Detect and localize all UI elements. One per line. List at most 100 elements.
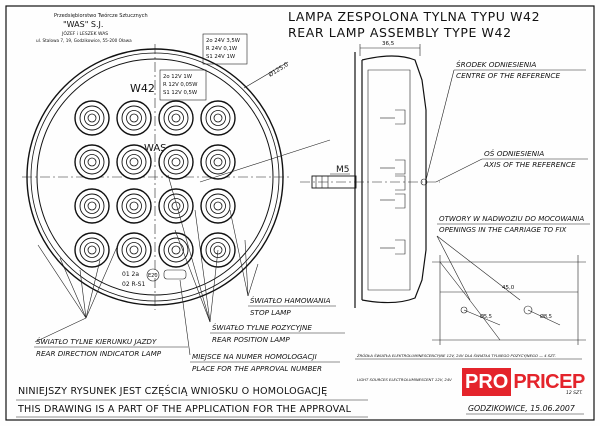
callout-openings-pl: OTWORY W NADWOZIU DO MOCOWANIA	[439, 214, 584, 223]
bolt-m5	[311, 175, 357, 189]
mounting-openings-view: 45,0 Ø5,5 Ø8,5	[432, 255, 586, 345]
footer-note-pl: NINIEJSZY RYSUNEK JEST CZĘŚCIĄ WNIOSKU O…	[18, 384, 327, 397]
leader-direction-4	[85, 259, 101, 319]
callout-direction-pl: ŚWIATŁO TYLNE KIERUNKU JAZDY	[36, 337, 157, 346]
callout-position-en: REAR POSITION LAMP	[212, 335, 290, 344]
leader-position-3	[194, 209, 211, 323]
note-light-sources-pl: ŹRÓDŁA ŚWIATŁA ELEKTROLUMINESCENCYJNE 12…	[356, 353, 556, 358]
leader-stop-3	[247, 263, 259, 297]
led-unit	[200, 144, 236, 180]
leader-direction-2	[59, 257, 87, 319]
company-line-3: JÓZEF i LESZEK WAS	[61, 30, 108, 37]
brand-label: WAS	[144, 143, 167, 154]
leader-axis-callout	[435, 158, 483, 183]
led-unit	[200, 100, 236, 136]
approval-mark: E20	[148, 273, 158, 279]
opening-hole-left	[460, 306, 468, 314]
company-stamp: Przedsiębiorstwo Twórcze Sztucznych "WAS…	[36, 12, 148, 43]
mark-code-b: 02 R-S1	[122, 281, 145, 288]
title-polish: LAMPA ZESPOLONA TYLNA TYPU W42	[288, 9, 540, 24]
dim-45-label: 45,0	[502, 285, 515, 291]
callout-openings-en: OPENINGS IN THE CARRIAGE TO FIX	[439, 225, 567, 234]
led-unit	[200, 188, 236, 224]
led-unit	[74, 144, 110, 180]
callout-axis-en: AXIS OF THE REFERENCE	[483, 160, 576, 169]
leader-approval	[179, 279, 191, 356]
spec-12v-line-3: S1 12V 0,5W	[163, 90, 198, 96]
spec-24v-line-2: R 24V 0,1W	[206, 46, 238, 52]
led-unit	[74, 232, 110, 268]
diameter-label: Ø125,0	[267, 61, 289, 79]
callout-centre-en: CENTRE OF THE REFERENCE	[456, 71, 560, 80]
callout-approval-pl: MIEJSCE NA NUMER HOMOLOGACJI	[192, 352, 317, 361]
spec-24v-line-1: 2o 24V 3,5W	[206, 38, 241, 44]
company-line-1: Przedsiębiorstwo Twórcze Sztucznych	[54, 12, 148, 19]
side-led-stems	[380, 109, 406, 255]
mark-code-a: 01 2a	[122, 271, 139, 278]
lamp-side-view: 36,5 M5	[300, 41, 440, 308]
watermark-pro: PRO	[462, 368, 512, 396]
led-unit	[158, 144, 194, 180]
leader-openings-1	[436, 235, 471, 301]
leader-openings-2	[436, 235, 521, 301]
callout-leaders	[34, 139, 331, 356]
place-date: GODZIKOWICE, 15.06.2007	[468, 404, 575, 413]
spec-24v-line-3: S1 24V 1W	[206, 54, 236, 60]
model-label: W42	[130, 82, 155, 95]
dim-width-label: 36,5	[382, 41, 395, 47]
leader-direction-5	[85, 239, 121, 319]
callout-axis-pl: OŚ ODNIESIENIA	[484, 149, 544, 158]
led-unit	[158, 188, 194, 224]
watermark-pricep: PRICEP	[513, 371, 585, 393]
opening-hole-right	[523, 305, 533, 315]
callout-centre-pl: ŚRODEK ODNIESIENIA	[456, 60, 536, 69]
spec-12v-line-2: R 12V 0,05W	[163, 82, 198, 88]
lamp-front-view: Ø125,0 W42 WAS 2o 24V 3,5W R 24V 0,1W S1…	[22, 33, 290, 310]
company-name: "WAS" S.J.	[63, 20, 103, 29]
diameter-leader	[243, 61, 289, 89]
leader-position-4	[209, 249, 219, 323]
led-unit	[116, 144, 152, 180]
footer-note-en: THIS DRAWING IS A PART OF THE APPLICATIO…	[17, 404, 352, 415]
leader-position-2	[167, 174, 211, 323]
leader-direction-6	[34, 317, 87, 343]
leader-stop-1	[229, 209, 249, 297]
side-body-outline	[361, 55, 427, 304]
callout-approval-en: PLACE FOR THE APPROVAL NUMBER	[192, 364, 322, 373]
centre-of-reference-mark	[420, 178, 428, 186]
leader-centre-reference	[199, 139, 331, 183]
bolt-label: M5	[336, 165, 350, 175]
leader-centre-callout	[425, 69, 455, 181]
note-light-sources-en: LIGHT SOURCES ELECTROLUMINESCENT 12V, 24…	[357, 377, 452, 382]
opening-arc	[439, 261, 501, 341]
leader-direction-1	[37, 244, 87, 319]
led-unit	[158, 232, 194, 268]
led-unit	[116, 188, 152, 224]
led-unit	[116, 100, 152, 136]
dim-hole-right-label: Ø8,5	[540, 313, 552, 320]
led-unit	[116, 232, 152, 268]
spec-box-24v	[202, 33, 248, 65]
leader-position-1	[174, 229, 211, 323]
dim-hole-left-label: Ø5,5	[480, 313, 492, 320]
led-unit	[74, 188, 110, 224]
propricep-watermark: PRO PRICEP	[462, 367, 600, 397]
callout-stop-pl: ŚWIATŁO HAMOWANIA	[250, 296, 331, 305]
company-address: ul. Stalowa 7, 19, Godzikowice, 55-200 O…	[36, 38, 132, 43]
spec-12v-line-1: 2o 12V 1W	[163, 74, 193, 80]
callout-position-pl: ŚWIATŁO TYLNE POZYCYJNE	[212, 323, 312, 332]
led-unit	[74, 100, 110, 136]
leader-direction-3	[79, 269, 87, 319]
note-count: 12 SZT.	[566, 390, 583, 396]
spec-box-12v	[159, 69, 207, 101]
callout-direction-en: REAR DIRECTION INDICATOR LAMP	[36, 349, 162, 358]
approval-circle	[146, 268, 160, 282]
led-grid	[74, 100, 236, 268]
side-inner-lens	[367, 69, 411, 291]
title-english: REAR LAMP ASSEMBLY TYPE W42	[288, 25, 512, 40]
callout-stop-en: STOP LAMP	[250, 308, 291, 317]
dim-hole-right-leader	[527, 309, 561, 326]
approval-place	[163, 269, 187, 280]
